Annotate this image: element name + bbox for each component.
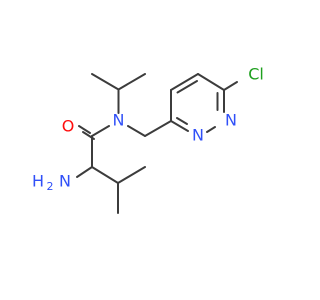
bond-isopropyl-right — [117, 73, 146, 91]
molecule-structure: O N H 2 N N N Cl — [32, 65, 264, 214]
bond-n-to-carbonyl — [91, 125, 110, 137]
bond-ring-c4-c5 — [170, 73, 199, 91]
chlorine-atom-label: Cl — [248, 65, 264, 84]
bond-ring-n1-n2 — [206, 126, 216, 133]
bond-n-to-ch2 — [127, 125, 146, 137]
bond-ring-c4-c5-inner — [176, 80, 198, 94]
bond-ring-n2-c3 — [170, 120, 189, 132]
bond-alpha-to-amine — [76, 166, 93, 178]
bond-ring-c5-c6 — [197, 73, 225, 91]
bond-valine-ch-methyl-1 — [117, 166, 146, 184]
bond-alpha-to-isopropyl — [91, 166, 119, 184]
bond-ring-to-chlorine — [223, 81, 238, 91]
amine-h-label: H — [32, 172, 44, 191]
bond-carbonyl-double-a — [78, 125, 91, 134]
amine-nitrogen-label: N — [59, 172, 71, 191]
oxygen-atom-label: O — [62, 117, 75, 136]
pyridazine-n1-label: N — [225, 111, 237, 130]
amide-nitrogen-label: N — [113, 111, 125, 130]
bonds — [76, 73, 238, 214]
pyridazine-n2-label: N — [192, 126, 204, 145]
atom-labels: O N H 2 N N N Cl — [32, 65, 264, 194]
amine-subscript-2: 2 — [47, 180, 54, 193]
bond-isopropyl-left — [91, 73, 120, 91]
bond-ring-n2-c3-inner — [176, 117, 188, 125]
bond-ch2-to-ring — [144, 120, 172, 137]
